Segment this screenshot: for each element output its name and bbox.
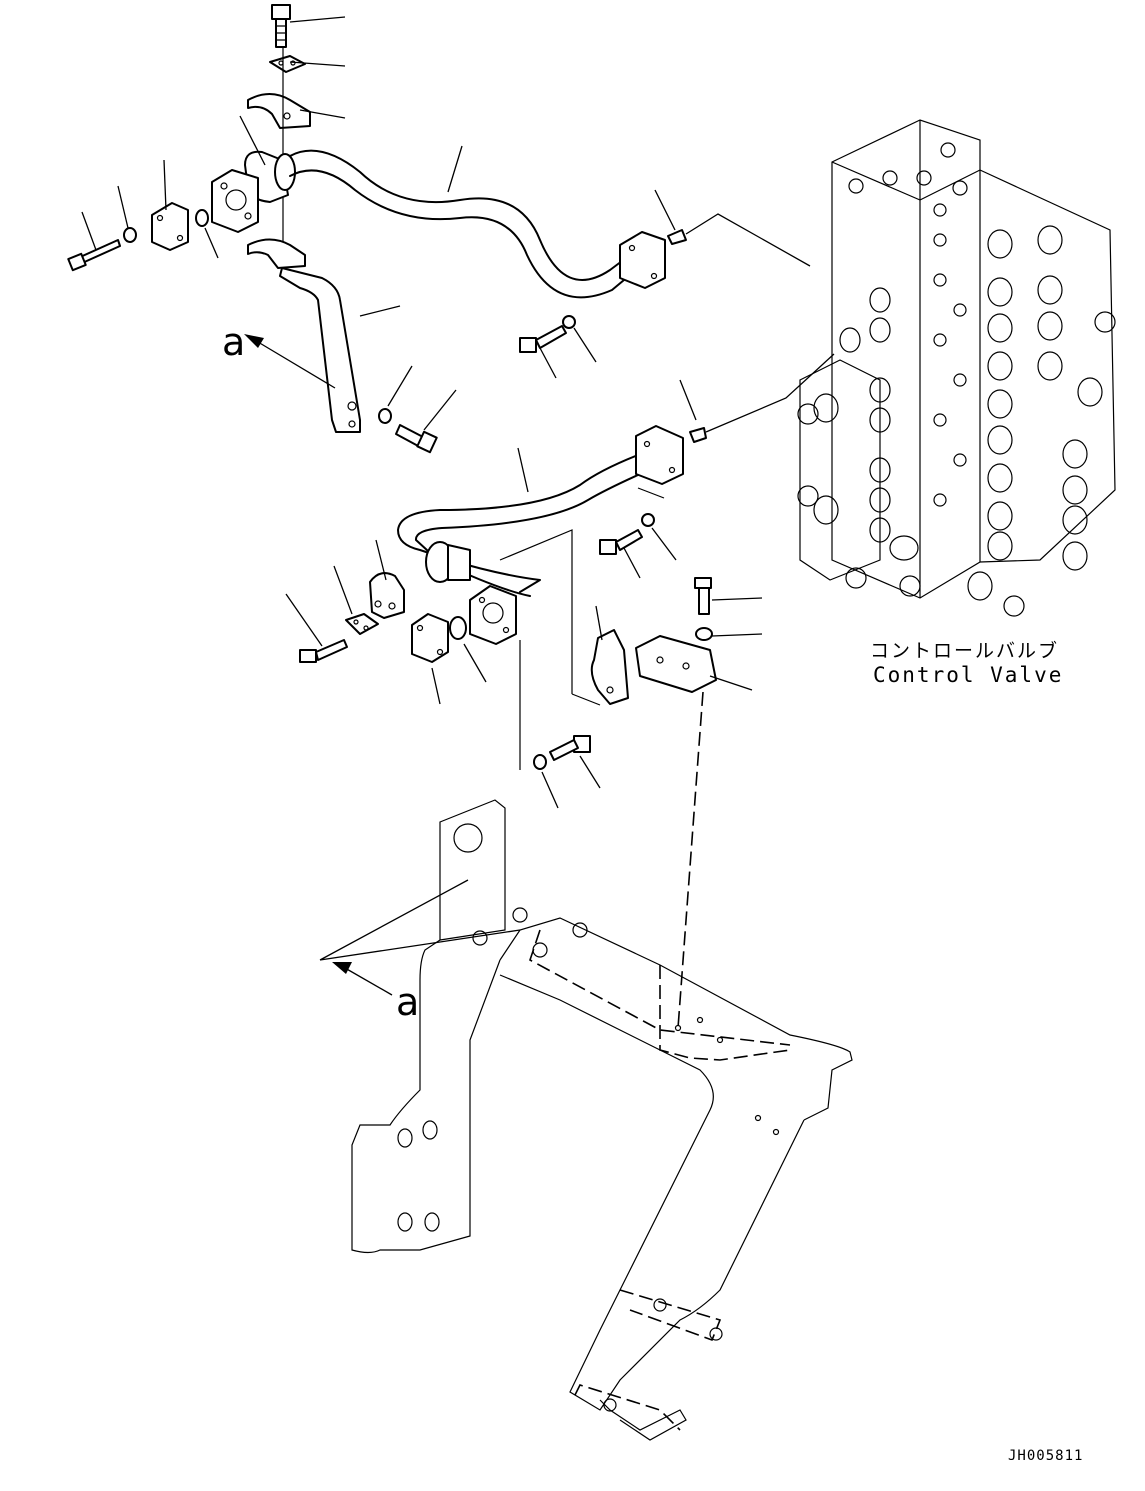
control-valve-label-en: Control Valve: [873, 663, 1064, 687]
o-ring: [195, 209, 209, 227]
control-valve-label-jp: コントロールバルブ: [870, 640, 1060, 662]
angle-washer: [533, 754, 547, 770]
pipe-clamp-middle: [425, 541, 471, 583]
pipe-end-flange-upper: [619, 231, 666, 289]
bracket-washer: [378, 408, 392, 424]
upper-pipe: [289, 149, 631, 299]
lower-plate: [345, 613, 379, 635]
upper-flange: [211, 169, 259, 233]
lower-flange: [469, 585, 517, 645]
upper-bracket: [247, 238, 361, 433]
frame: [351, 799, 853, 1441]
pipe-end-flange-lower: [635, 425, 684, 485]
bracket-bolt: [395, 424, 438, 454]
valve-bolt-upper: [519, 325, 567, 353]
lower-o-ring: [449, 616, 467, 640]
split-flange: [151, 202, 189, 251]
flange-bolt: [67, 239, 121, 272]
mount-dash-line: [677, 691, 704, 1029]
angle-bracket: [590, 629, 629, 705]
top-bolt: [271, 4, 291, 48]
valve-leader-upper: [685, 213, 811, 267]
seal-lower: [689, 427, 707, 443]
view-label-a-top: a: [222, 320, 246, 364]
mount-block: [635, 635, 717, 693]
ref-line-1: [499, 529, 573, 694]
view-arrow-a-bottom: [319, 879, 521, 996]
seal-upper: [667, 229, 687, 245]
mid-bolt: [599, 529, 643, 555]
mount-bolt: [694, 577, 712, 615]
valve-leader-lower: [705, 353, 835, 433]
upper-clamp: [247, 93, 311, 129]
lower-split-flange: [411, 613, 449, 663]
valve-washer-upper: [562, 315, 576, 329]
callout-leaders: [81, 16, 763, 809]
view-arrow-a-top: [244, 334, 336, 389]
angle-bolt: [549, 735, 591, 761]
top-plate: [269, 55, 306, 73]
washer: [123, 227, 137, 243]
drawing-number: JH005811: [1008, 1448, 1084, 1464]
ref-line-2: [571, 693, 601, 706]
lower-clamp: [369, 572, 405, 619]
view-label-a-bottom: a: [396, 980, 420, 1024]
mount-washer: [695, 627, 713, 641]
mid-washer: [641, 513, 655, 527]
control-valve: [797, 119, 1116, 617]
lower-bolt: [299, 639, 348, 663]
ref-line-3: [637, 487, 665, 499]
